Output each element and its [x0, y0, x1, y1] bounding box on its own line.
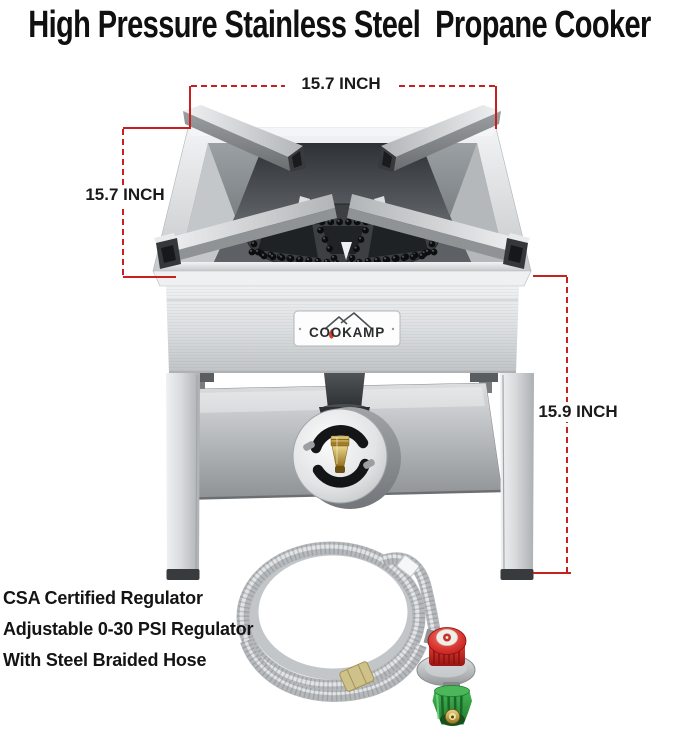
leg-foot: [166, 569, 200, 580]
regulator-knob: [427, 627, 467, 666]
feature-line-regulator: CSA Certified Regulator: [3, 588, 203, 608]
air-slot-upper: [310, 425, 369, 454]
mountain-logo-icon: [324, 312, 373, 330]
page-title: High Pressure Stainless Steel Propane Co…: [28, 4, 651, 47]
dimension-label-left-depth: 15.7 INCH: [82, 185, 168, 205]
cooker-illustration: [152, 105, 534, 580]
qcc-connector: [432, 682, 472, 726]
braided-hose-coil: [236, 541, 442, 702]
front-rim-band: [153, 262, 531, 271]
brass-nipple: [444, 708, 461, 725]
feature-list: CSA Certified Regulator Adjustable 0-30 …: [3, 583, 253, 676]
hose-label-sleeve: [396, 555, 420, 577]
flame-icon: [329, 329, 334, 339]
leg-front-left: [166, 373, 200, 580]
dimension-label-top-width: 15.7 INCH: [301, 74, 381, 93]
leg-foot: [500, 569, 534, 580]
hose-coupling-nut: [339, 661, 375, 692]
leg-front-right: [500, 373, 534, 580]
brand-logo-text: COOKAMP: [308, 325, 386, 340]
dimension-line-right-height: [533, 275, 571, 574]
brand-plate: [293, 310, 401, 347]
feature-line-psi: Adjustable 0-30 PSI Regulator: [3, 619, 254, 639]
orifice-fitting: [330, 435, 350, 473]
dimension-line-top-width: [189, 85, 497, 129]
hose-and-regulator: [236, 541, 476, 726]
pot-support-cross: [154, 105, 530, 269]
feature-line-hose: With Steel Braided Hose: [3, 650, 207, 670]
dimension-label-right-height: 15.9 INCH: [535, 402, 621, 422]
air-slot-lower: [312, 458, 371, 488]
